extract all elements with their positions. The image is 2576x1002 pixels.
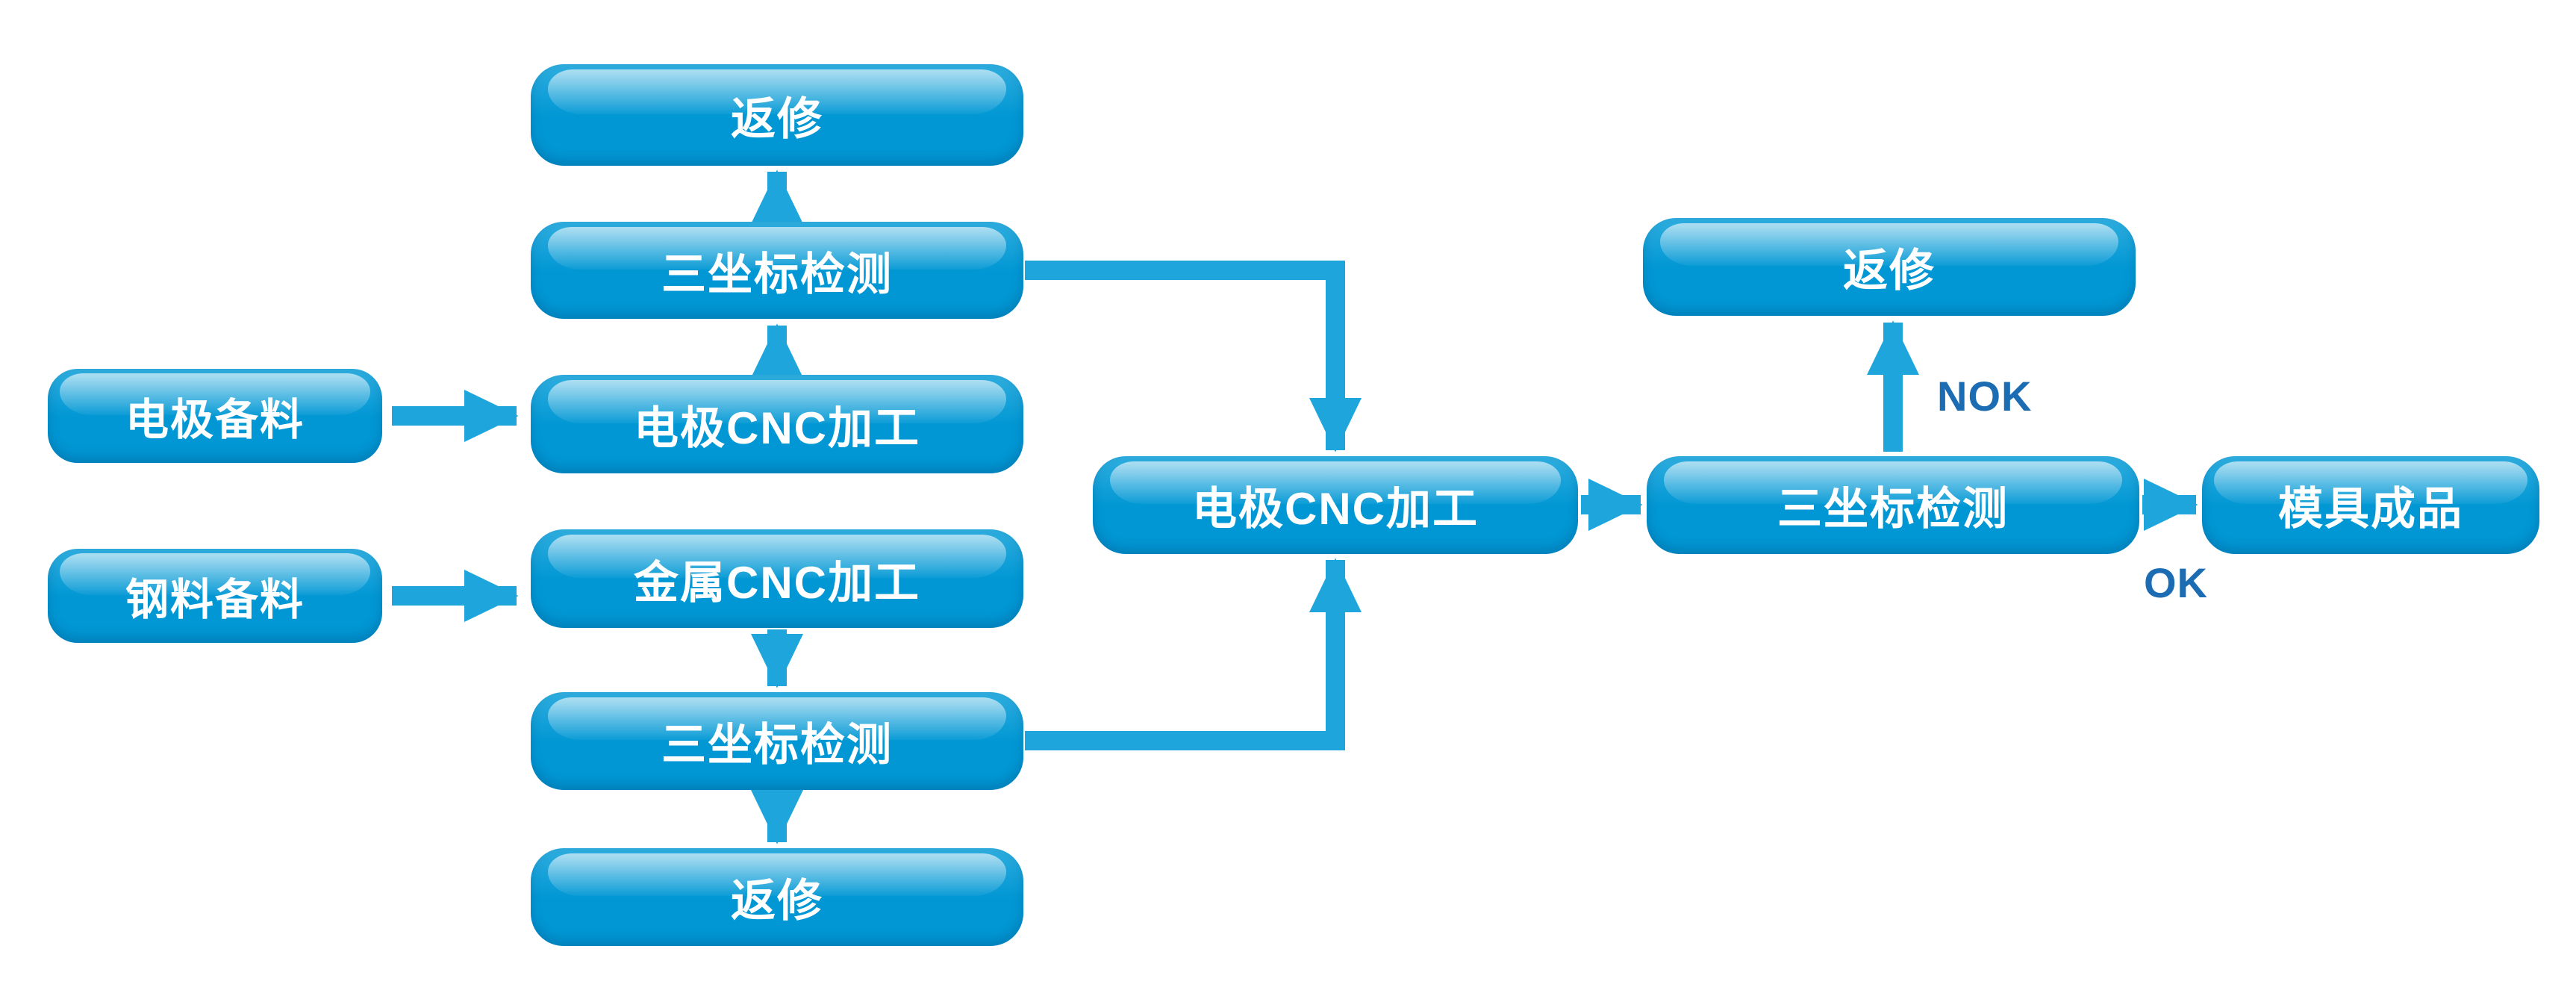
node-metal-cnc-label: 金属CNC加工 (634, 557, 920, 608)
node-rework-right-label: 返修 (1843, 246, 1936, 296)
arrow-cmm-lower-to-center (1025, 558, 1362, 750)
node-electrode-cnc: 电极CNC加工 (531, 375, 1023, 473)
node-rework-bottom-label: 返修 (731, 876, 823, 926)
node-electrode-cnc-label: 电极CNC加工 (634, 402, 920, 453)
node-rework-top-label: 返修 (731, 93, 823, 144)
node-steel-prep-label: 钢料备料 (125, 576, 305, 624)
node-mold-finished-label: 模具成品 (2278, 484, 2463, 534)
arrow-cmm-upper-to-center (1025, 261, 1362, 452)
node-cmm-lower: 三坐标检测 (531, 692, 1023, 790)
node-metal-cnc: 金属CNC加工 (531, 529, 1023, 628)
ok-label: OK (2144, 559, 2208, 606)
node-rework-top: 返修 (531, 64, 1023, 166)
node-electrode-prep-label: 电极备料 (125, 396, 305, 444)
nok-label: NOK (1937, 373, 2033, 420)
node-rework-right: 返修 (1643, 218, 2136, 316)
node-mold-finished: 模具成品 (2202, 456, 2539, 554)
node-steel-prep: 钢料备料 (48, 549, 382, 643)
node-rework-bottom: 返修 (531, 848, 1023, 946)
node-cmm-right: 三坐标检测 (1647, 456, 2139, 554)
node-electrode-cnc-center-label: 电极CNC加工 (1192, 484, 1479, 534)
node-electrode-cnc-center: 电极CNC加工 (1093, 456, 1578, 554)
node-electrode-prep: 电极备料 (48, 369, 382, 463)
node-cmm-lower-label: 三坐标检测 (661, 720, 893, 770)
node-cmm-upper: 三坐标检测 (531, 222, 1023, 319)
node-cmm-right-label: 三坐标检测 (1777, 484, 2009, 534)
node-cmm-upper-label: 三坐标检测 (661, 249, 893, 299)
